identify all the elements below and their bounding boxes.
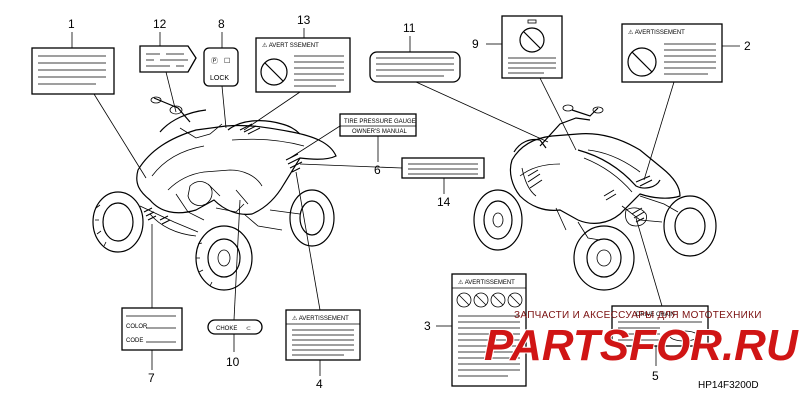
atv-right-label-spot-d xyxy=(635,175,653,187)
part-1-label xyxy=(31,47,115,95)
part-7-code-text: CODE xyxy=(126,338,143,344)
part-8-label: Ⓟ ☐ LOCK xyxy=(203,47,239,87)
atv-left-handlebar xyxy=(159,109,207,133)
part-6-line-1: TIRE PRESSURE GAUGE xyxy=(344,119,416,125)
callout-13: 13 xyxy=(297,13,311,27)
callout-6: 6 xyxy=(374,163,381,177)
part-5-heading: DRIVE CHAIN xyxy=(636,312,675,318)
part-12-label xyxy=(139,45,197,73)
leader-lines xyxy=(71,28,740,376)
watermark-logo: PARTSFOR.RU xyxy=(484,321,799,370)
watermark: ЗАПЧАСТИ И АКСЕССУАРЫ ДЛЯ МОТОТЕХНИКИ PA… xyxy=(483,310,800,371)
atv-right-body xyxy=(509,133,681,224)
callout-4: 4 xyxy=(316,377,323,391)
atv-right-rear-wheel xyxy=(473,189,523,251)
callout-10: 10 xyxy=(226,355,240,369)
callout-2: 2 xyxy=(744,39,751,53)
callout-11: 11 xyxy=(403,21,416,35)
part-2-prohibited-icon xyxy=(627,47,657,77)
part-10-label: CHOKE ⊂ xyxy=(207,319,263,335)
callout-1: 1 xyxy=(68,17,75,31)
part-14-label xyxy=(401,157,485,179)
part-4-heading: ⚠ AVERTISSEMENT xyxy=(292,315,349,322)
part-7-color-text: COLOR xyxy=(126,324,148,330)
part-5-label: DRIVE CHAIN xyxy=(611,305,709,347)
atv-right-label-spot-a xyxy=(527,169,543,189)
part-7-label: COLOR CODE xyxy=(121,307,183,351)
atv-left-body xyxy=(136,124,337,215)
callout-numbers: 1 12 8 13 11 9 2 6 14 7 10 4 3 5 xyxy=(68,13,751,391)
callout-5: 5 xyxy=(652,369,659,383)
callout-3: 3 xyxy=(424,319,431,333)
atv-left-label-spot-b xyxy=(239,123,261,135)
callout-12: 12 xyxy=(153,17,167,31)
watermark-tagline: ЗАПЧАСТИ И АКСЕССУАРЫ ДЛЯ МОТОТЕХНИКИ xyxy=(514,310,762,321)
part-5-chain-icon xyxy=(669,330,699,342)
atv-left-rear-wheel xyxy=(92,191,144,253)
svg-text:⊂: ⊂ xyxy=(246,326,251,332)
part-11-label xyxy=(369,51,461,83)
svg-text:☐: ☐ xyxy=(224,57,230,65)
part-2-label: ⚠ AVERTISSEMENT xyxy=(621,23,723,83)
part-9-label xyxy=(501,15,563,79)
callout-7: 7 xyxy=(148,371,155,385)
part-3-circle-icons xyxy=(456,292,523,308)
part-13-heading: ⚠ AVERT SSEMENT xyxy=(262,42,319,49)
atv-right-label-spot-b xyxy=(603,189,617,201)
atv-left-label-spot-c xyxy=(143,207,171,225)
part-13-label: ⚠ AVERT SSEMENT xyxy=(255,37,351,93)
atv-right-rear-near-wheel xyxy=(573,225,635,291)
part-8-lock-symbol: Ⓟ xyxy=(211,57,218,65)
callout-14: 14 xyxy=(437,195,451,209)
part-2-heading: ⚠ AVERTISSEMENT xyxy=(628,29,685,36)
part-4-label: ⚠ AVERTISSEMENT xyxy=(285,309,361,361)
atv-left-front-wheel xyxy=(195,225,253,291)
callout-9: 9 xyxy=(472,37,479,51)
part-6-label: TIRE PRESSURE GAUGE OWNER'S MANUAL xyxy=(339,113,417,137)
atv-right-front-wheel xyxy=(663,195,717,257)
part-13-prohibited-icon xyxy=(260,58,288,86)
part-8-lock-text: LOCK xyxy=(210,75,229,82)
part-10-text: CHOKE xyxy=(216,326,237,332)
part-3-label: ⚠ AVERTISSEMENT xyxy=(451,273,527,387)
atv-left-label-spot-a xyxy=(285,153,303,173)
diagram-code: HP14F3200D xyxy=(698,380,759,391)
part-9-prohibited-icon xyxy=(519,27,545,53)
part-6-line-2: OWNER'S MANUAL xyxy=(352,129,407,135)
atv-right xyxy=(473,104,717,291)
atv-left-rear-right-wheel xyxy=(289,189,335,247)
callout-8: 8 xyxy=(218,17,225,31)
part-3-heading: ⚠ AVERTISSEMENT xyxy=(458,279,515,286)
atv-left xyxy=(92,96,337,291)
